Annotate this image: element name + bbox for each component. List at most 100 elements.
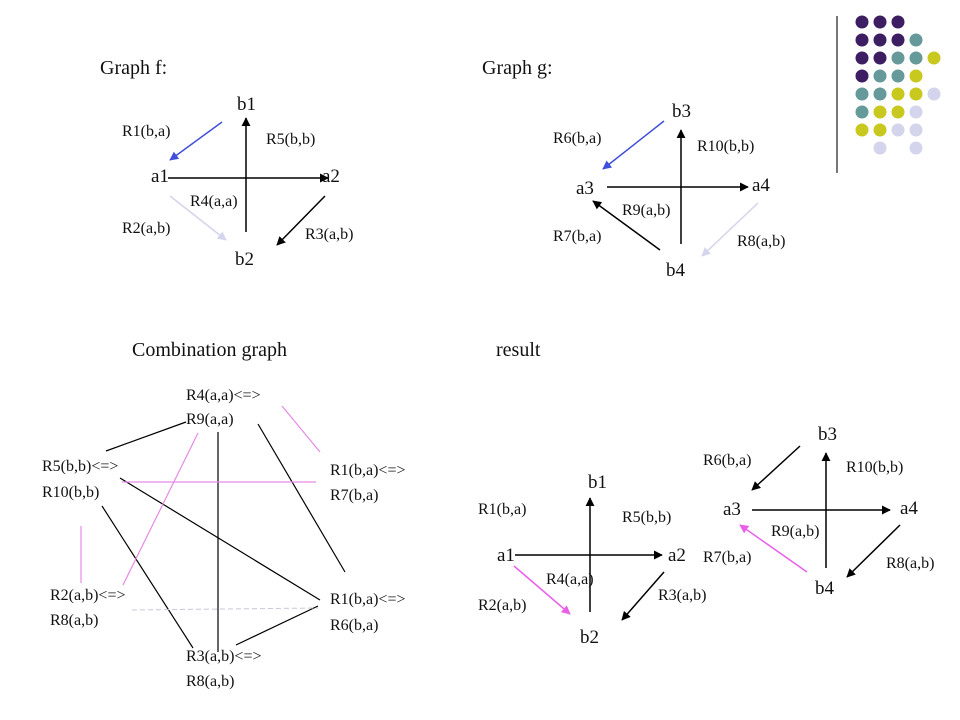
decorative-dot xyxy=(873,87,887,101)
combo-node-n5-line2: R6(b,a) xyxy=(330,617,378,634)
decorative-dot xyxy=(891,87,905,101)
result-edge-label-r4: R4(a,a) xyxy=(546,571,594,588)
decorative-dot xyxy=(909,105,923,119)
result-edge-r6-arrow xyxy=(751,445,801,491)
node-a3: a3 xyxy=(576,178,594,199)
result-edge-label-r3: R3(a,b) xyxy=(658,587,706,604)
graph-g: Graph g: b3 a3 a4 b4 R6(b,a) R10(b,b) R9… xyxy=(482,57,785,281)
result-node-a3: a3 xyxy=(723,499,741,520)
edge-label-r8: R8(a,b) xyxy=(737,233,785,250)
edge-label-r7: R7(b,a) xyxy=(553,228,601,245)
combo-edge-n2-n6 xyxy=(101,505,194,649)
decorative-dot xyxy=(891,105,905,119)
decorative-dot xyxy=(873,51,887,65)
combo-node-n4-line1: R2(a,b)<=> xyxy=(50,587,126,604)
node-b3: b3 xyxy=(672,101,691,122)
decorative-dot xyxy=(927,87,941,101)
edge-label-r6: R6(b,a) xyxy=(553,130,601,147)
combo-node-n2-line1: R5(b,b)<=> xyxy=(42,458,118,475)
result-edge-label-r7: R7(b,a) xyxy=(703,549,751,566)
decorative-dot xyxy=(909,141,923,155)
combo-edge-n2-n5 xyxy=(119,477,321,601)
decorative-dot xyxy=(873,33,887,47)
combo-edge-n1-n4 xyxy=(122,432,199,586)
result-node-a2: a2 xyxy=(668,545,686,566)
decorative-dot xyxy=(873,105,887,119)
combo-edge-n4-n5 xyxy=(131,607,319,611)
edge-label-r10: R10(b,b) xyxy=(697,138,754,155)
decorative-dot xyxy=(873,141,887,155)
combination-graph: Combination graph R4(a,a)<=> R9(a,a) R5(… xyxy=(42,339,406,690)
decorative-dot xyxy=(855,69,869,83)
result-edge-r2-arrow xyxy=(513,565,571,615)
result-edge-r7-arrow xyxy=(739,524,808,573)
combo-node-n3-line1: R1(b,a)<=> xyxy=(330,462,406,479)
decorative-dot xyxy=(891,123,905,137)
node-a4: a4 xyxy=(752,175,770,196)
result-graph-f: b1 a1 a2 b2 R1(b,a) R5(b,b) R4(a,a) R2(a… xyxy=(478,472,706,648)
result-edge-label-r5: R5(b,b) xyxy=(622,509,671,526)
edge-r6-arrow xyxy=(602,120,665,170)
edge-r3-arrow xyxy=(276,195,326,246)
result-edge-label-r6: R6(b,a) xyxy=(703,452,751,469)
decorative-dot xyxy=(873,123,887,137)
decorative-dot xyxy=(909,51,923,65)
decorative-dot xyxy=(855,123,869,137)
edge-label-r9: R9(a,b) xyxy=(622,202,670,219)
result-graph-g: b3 a3 a4 b4 R6(b,a) R10(b,b) R9(a,b) R7(… xyxy=(703,424,934,599)
decorative-dot xyxy=(909,33,923,47)
decorative-dot xyxy=(855,15,869,29)
decorative-dot xyxy=(855,87,869,101)
edge-r7-arrow xyxy=(592,200,661,251)
combo-node-n1-line1: R4(a,a)<=> xyxy=(186,387,261,404)
node-a1: a1 xyxy=(151,166,169,187)
decorative-dot-grid xyxy=(855,15,941,155)
combo-edge-n1-n3 xyxy=(281,405,321,453)
heading-result: result xyxy=(496,339,541,361)
result-edge-label-r1: R1(b,a) xyxy=(478,501,526,518)
result-edge-label-r9: R9(a,b) xyxy=(771,523,819,540)
heading-graph-g: Graph g: xyxy=(482,57,553,79)
result-node-a4: a4 xyxy=(900,498,918,519)
combo-node-n1-line2: R9(a,a) xyxy=(186,411,234,428)
combo-edge-n1-n5 xyxy=(257,423,346,573)
decorative-dot xyxy=(855,33,869,47)
result-edge-r8-arrow xyxy=(846,524,901,578)
combo-edge-n1-n2 xyxy=(105,421,187,452)
edge-r1-arrow xyxy=(169,121,223,161)
result-edge-r3-arrow xyxy=(621,571,665,621)
decorative-dot xyxy=(891,69,905,83)
node-b2: b2 xyxy=(235,249,254,270)
edge-label-r2: R2(a,b) xyxy=(122,220,170,237)
result-edge-label-r10: R10(b,b) xyxy=(846,459,903,476)
node-b1: b1 xyxy=(237,94,256,115)
decorative-dot xyxy=(873,15,887,29)
decorative-dot xyxy=(909,123,923,137)
decorative-dot xyxy=(909,69,923,83)
edge-label-r5: R5(b,b) xyxy=(266,131,315,148)
combo-node-n6-line1: R3(a,b)<=> xyxy=(186,648,262,665)
result-node-b2: b2 xyxy=(580,627,599,648)
edge-label-r1: R1(b,a) xyxy=(122,123,170,140)
decorative-dot xyxy=(855,105,869,119)
decorative-dot xyxy=(891,33,905,47)
edge-r8-arrow xyxy=(701,202,759,257)
heading-combination-graph: Combination graph xyxy=(132,339,287,361)
result-edge-label-r2: R2(a,b) xyxy=(478,597,526,614)
decorative-dot xyxy=(855,51,869,65)
edge-label-r3: R3(a,b) xyxy=(305,226,353,243)
node-a2: a2 xyxy=(322,166,340,187)
decorative-dot xyxy=(891,15,905,29)
combo-node-n6-line2: R8(a,b) xyxy=(186,673,234,690)
decorative-dot xyxy=(927,51,941,65)
result-node-b4: b4 xyxy=(815,578,835,599)
combo-node-n2-line2: R10(b,b) xyxy=(42,484,99,501)
result-node-a1: a1 xyxy=(497,545,515,566)
decorative-dot xyxy=(891,51,905,65)
result-node-b3: b3 xyxy=(818,424,837,445)
combo-node-n3-line2: R7(b,a) xyxy=(330,487,378,504)
combo-node-n4-line2: R8(a,b) xyxy=(50,612,98,629)
decorative-dot xyxy=(909,87,923,101)
